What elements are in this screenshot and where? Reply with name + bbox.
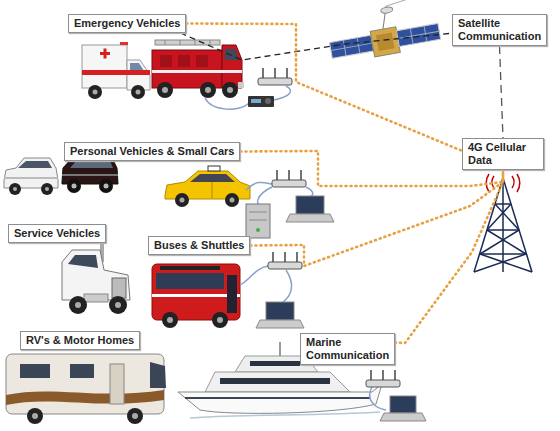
box-label: RV's & Motor Homes xyxy=(26,334,134,347)
connector xyxy=(181,33,453,60)
bus-icon xyxy=(152,264,240,328)
cell-tower-icon xyxy=(474,174,532,272)
label-box: Service Vehicles xyxy=(8,224,106,243)
box-label: 4G Cellular Data xyxy=(468,141,538,167)
label-box: RV's & Motor Homes xyxy=(20,331,140,350)
motor-home-icon xyxy=(6,354,166,424)
box-label: Emergency Vehicles xyxy=(74,17,180,30)
connector xyxy=(395,170,503,343)
connector xyxy=(251,170,504,266)
ambulance-icon xyxy=(82,42,150,99)
box-label: Marine Communication xyxy=(306,336,389,362)
box-label: Satellite Communication xyxy=(458,17,541,43)
connector xyxy=(186,24,462,151)
label-box: Satellite Communication xyxy=(452,14,547,46)
bus-equipment xyxy=(240,252,304,328)
label-box: Personal Vehicles & Small Cars xyxy=(64,142,240,161)
connector xyxy=(500,46,504,138)
box-label: Service Vehicles xyxy=(14,227,100,240)
box-label: Personal Vehicles & Small Cars xyxy=(70,145,234,158)
label-box: Buses & Shuttles xyxy=(148,236,250,255)
taxi-icon xyxy=(165,166,250,207)
label-box: Marine Communication xyxy=(300,333,395,365)
crossover-icon xyxy=(62,158,118,193)
box-label: Buses & Shuttles xyxy=(154,239,244,252)
marine-equipment xyxy=(366,370,426,421)
semi-truck-icon xyxy=(62,240,130,314)
emergency-equipment xyxy=(205,68,292,109)
fire-truck-icon xyxy=(152,40,244,98)
personal-equipment xyxy=(246,170,334,238)
label-box: 4G Cellular Data xyxy=(462,138,544,170)
satellite-icon xyxy=(324,0,441,64)
suv-icon xyxy=(4,158,58,195)
label-box: Emergency Vehicles xyxy=(68,14,186,33)
